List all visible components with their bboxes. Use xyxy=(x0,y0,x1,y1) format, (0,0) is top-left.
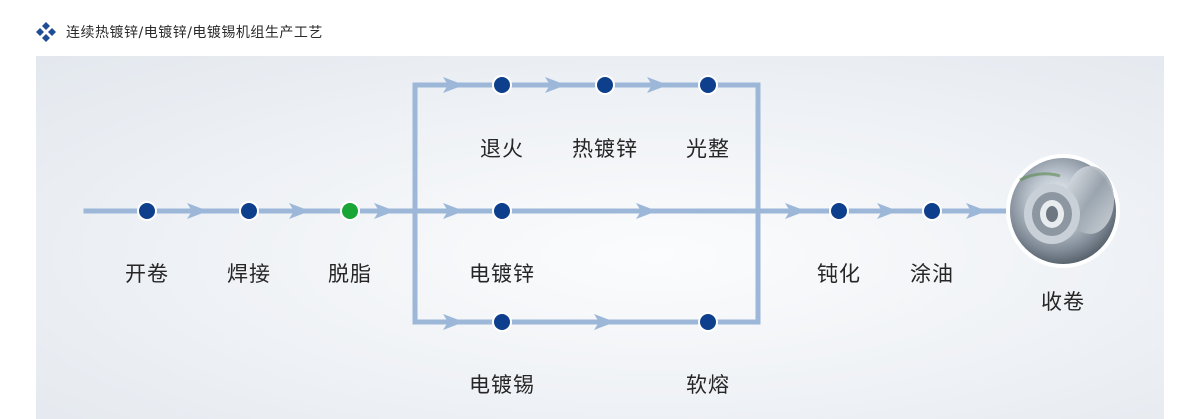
page-title: 连续热镀锌/电镀锌/电镀锡机组生产工艺 xyxy=(66,25,323,41)
branch-upper xyxy=(412,82,761,214)
arrow-right-icon xyxy=(289,203,310,219)
label-recoil: 收卷 xyxy=(1041,290,1085,314)
node-uncoil xyxy=(137,201,157,221)
node-skin-pass xyxy=(698,75,718,95)
node-anneal xyxy=(492,75,512,95)
process-panel xyxy=(36,56,1164,419)
flow-lines xyxy=(83,82,1013,325)
label-skin-pass: 光整 xyxy=(686,137,730,161)
arrow-right-icon xyxy=(545,77,566,93)
label-uncoil: 开卷 xyxy=(125,262,169,286)
label-oil: 涂油 xyxy=(910,262,954,286)
arrow-right-icon xyxy=(443,203,464,219)
node-hot-galvanize xyxy=(595,75,615,95)
label-electro-tin: 电镀锡 xyxy=(469,373,535,397)
label-electro-galvanize: 电镀锌 xyxy=(469,262,535,286)
label-reflow: 软熔 xyxy=(686,373,730,397)
node-oil xyxy=(922,201,942,221)
arrow-right-icon xyxy=(594,314,615,330)
node-electro-galvanize xyxy=(492,201,512,221)
label-weld: 焊接 xyxy=(227,262,271,286)
arrow-right-icon xyxy=(785,203,806,219)
flow-nodes xyxy=(137,75,942,332)
arrow-right-icon xyxy=(443,77,464,93)
node-weld xyxy=(239,201,259,221)
arrow-right-icon xyxy=(966,203,987,219)
arrow-right-icon xyxy=(636,203,657,219)
steel-coil-icon xyxy=(1006,154,1120,268)
label-hot-galvanize: 热镀锌 xyxy=(572,137,638,161)
flow-arrows xyxy=(187,77,987,330)
arrow-right-icon xyxy=(443,314,464,330)
node-degrease xyxy=(340,201,360,221)
node-electro-tin xyxy=(492,312,512,332)
header: 连续热镀锌/电镀锌/电镀锡机组生产工艺 xyxy=(34,18,323,46)
arrow-right-icon xyxy=(877,203,898,219)
diamond-cluster-icon xyxy=(36,22,56,42)
node-passivate xyxy=(829,201,849,221)
node-reflow xyxy=(698,312,718,332)
label-passivate: 钝化 xyxy=(817,262,861,286)
branch-lower xyxy=(412,208,761,325)
arrow-right-icon xyxy=(187,203,208,219)
arrow-right-icon xyxy=(647,77,668,93)
arrow-right-icon xyxy=(374,203,395,219)
label-degrease: 脱脂 xyxy=(328,262,372,286)
label-anneal: 退火 xyxy=(480,137,524,161)
